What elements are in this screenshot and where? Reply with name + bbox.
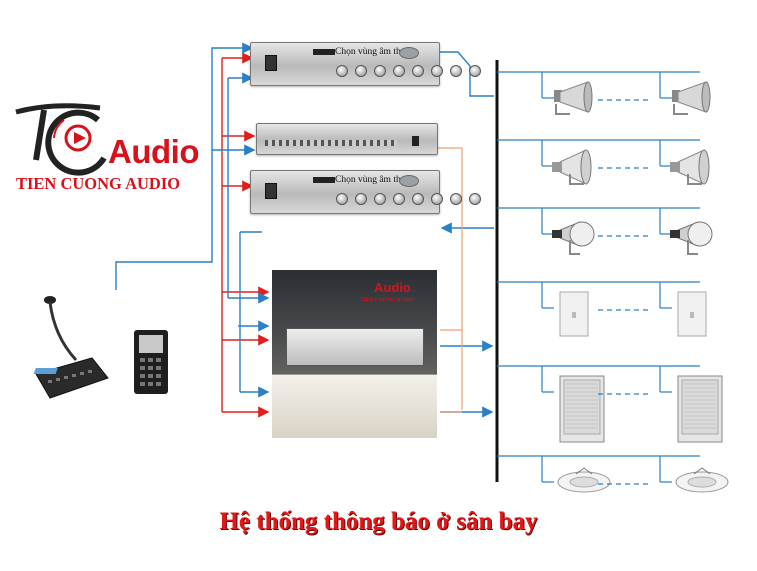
horn-speaker-icon [554,81,593,115]
brand-badge [399,47,419,59]
knob-row [336,65,481,77]
zone-amplifier-top: Chọn vùng âm thanh [250,42,481,86]
ceiling-speaker-icon [557,467,611,493]
wall-speaker-icon [677,375,723,443]
mixer-switch [412,136,419,146]
orange-link-lines [438,147,463,413]
ceiling-speaker-icon [675,467,729,493]
zone-amplifier-middle: Chọn vùng âm thanh [250,170,481,214]
red-signal-lines [221,52,270,418]
mixer-control-strip [265,140,397,146]
logo-brand-word: Audio [108,133,199,170]
photo-brand-word: Audio [374,280,411,295]
diagram-caption: Hệ thống thông báo ở sân bay [219,508,538,535]
matrix-mixer-unit [256,123,438,155]
power-switch [265,183,277,199]
round-horn-speaker-icon [552,221,595,255]
photo-company-name: TIEN CUONG AUDIO [360,297,415,303]
paging-microphone-console [33,296,109,399]
trumpet-speaker-icon [670,149,710,185]
brand-badge [399,175,419,187]
company-logo: Audio TIEN CUONG AUDIO [10,100,220,195]
column-speaker-icon [559,291,589,337]
remote-keypad [134,330,168,394]
tc-logo-mark [15,103,107,176]
round-horn-speaker-icon [670,221,713,255]
logo-company-name: TIEN CUONG AUDIO [16,174,181,193]
knob-row [336,193,481,205]
horn-speaker-icon [672,81,711,115]
amplifier-photo: Audio TIEN CUONG AUDIO [272,270,437,438]
amp-display [313,49,335,55]
trumpet-speaker-icon [552,149,592,185]
zone-select-label: Chọn vùng âm thanh [335,175,415,185]
zone-select-label: Chọn vùng âm thanh [335,47,415,57]
amp-display [313,177,335,183]
photo-amplifier-unit [286,328,424,366]
wall-speaker-icon [559,375,605,443]
column-speaker-icon [677,291,707,337]
photo-product-box [272,374,437,438]
power-switch [265,55,277,71]
